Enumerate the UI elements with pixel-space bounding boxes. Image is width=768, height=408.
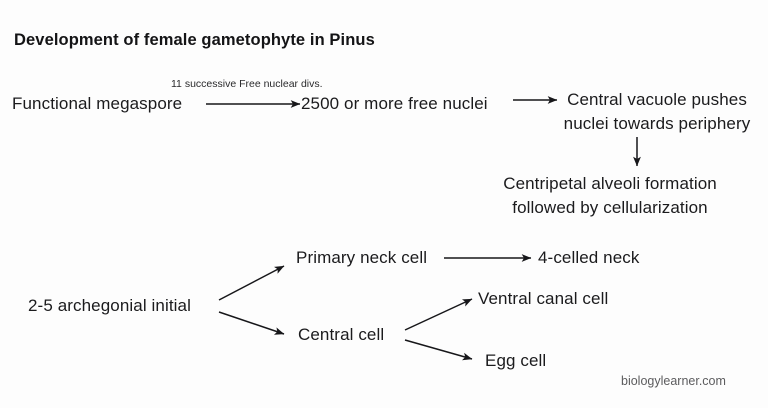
node-central-cell: Central cell — [298, 325, 385, 344]
node-centripetal-alveoli: Centripetal alveoli formation followed b… — [503, 174, 717, 217]
arrow-archegonial-to-central-cell — [218, 311, 285, 335]
node-ventral-canal-cell: Ventral canal cell — [478, 289, 609, 308]
node-four-celled-neck: 4-celled neck — [538, 248, 640, 267]
arrow-central-cell-to-ventral-canal — [404, 298, 473, 331]
node-primary-neck-cell: Primary neck cell — [296, 248, 428, 267]
page-title: Development of female gametophyte in Pin… — [14, 31, 375, 49]
arrow-archegonial-to-primary-neck — [218, 265, 285, 301]
node-egg-cell: Egg cell — [485, 351, 547, 370]
node-archegonial-initial: 2-5 archegonial initial — [28, 296, 191, 315]
node-free-nuclei: 2500 or more free nuclei — [301, 94, 488, 113]
node-central-vacuole: Central vacuole pushes nuclei towards pe… — [563, 90, 751, 133]
arrow-central-cell-to-egg — [404, 339, 473, 361]
node-functional-megaspore: Functional megaspore — [12, 94, 183, 113]
edge-label-nuclear-divisions: 11 successive Free nuclear divs. — [171, 78, 323, 90]
watermark: biologylearner.com — [621, 374, 726, 388]
